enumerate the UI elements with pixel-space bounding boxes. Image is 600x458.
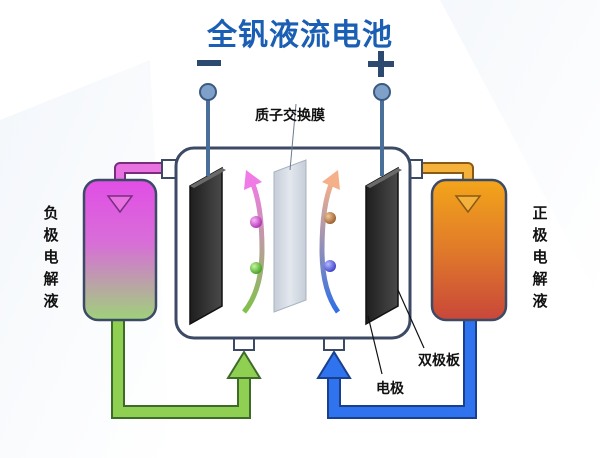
negative-electrolyte-tank	[82, 178, 158, 322]
positive-plate-top-edge	[366, 168, 402, 188]
membrane-leader-line	[289, 103, 297, 171]
positive-flow-arrow	[316, 350, 352, 379]
cell-inlet-left	[161, 159, 177, 179]
electrode-leader-line	[367, 315, 383, 375]
negative-plate-top-edge	[190, 168, 226, 188]
negative-return-pipe	[113, 312, 249, 417]
positive-side-flow-arrow	[319, 181, 341, 314]
negative-side-flow-arrow	[242, 181, 265, 314]
ion-v5-particle	[324, 212, 336, 224]
proton-exchange-membrane	[273, 159, 307, 313]
positive-sign-icon-v	[378, 51, 384, 77]
negative-side-arrowhead	[244, 170, 262, 190]
negative-electrode-plate	[189, 166, 223, 326]
positive-terminal	[373, 83, 391, 101]
positive-electrolyte-text: 正极电解液	[532, 204, 548, 310]
bipolar-plate-leader-line	[397, 289, 425, 349]
negative-terminal	[199, 83, 217, 101]
positive-electrolyte-tank	[430, 178, 508, 322]
negative-flow-arrow	[226, 350, 262, 379]
ion-v2-particle	[250, 216, 262, 228]
positive-side-arrowhead	[322, 170, 340, 190]
background-shade-right	[440, 0, 600, 300]
negative-sign-icon	[197, 60, 221, 66]
positive-tank-inflow-arrow	[454, 195, 482, 214]
negative-electrolyte-text: 负极电解液	[43, 204, 59, 310]
ion-v3-particle	[250, 262, 262, 274]
diagram-title: 全钒液流电池	[207, 18, 393, 53]
membrane-label: 质子交换膜	[255, 108, 325, 124]
electrode-label: 电极	[376, 381, 404, 397]
bipolar-plate-label: 双极板	[418, 353, 460, 369]
ion-v4-particle	[324, 260, 336, 272]
positive-electrolyte-label: 正极电解液	[530, 202, 550, 312]
positive-return-pipe	[329, 312, 475, 417]
positive-electrode-plate	[365, 166, 399, 326]
negative-tank-inflow-arrow	[106, 195, 134, 214]
negative-electrolyte-label: 负极电解液	[41, 202, 61, 312]
